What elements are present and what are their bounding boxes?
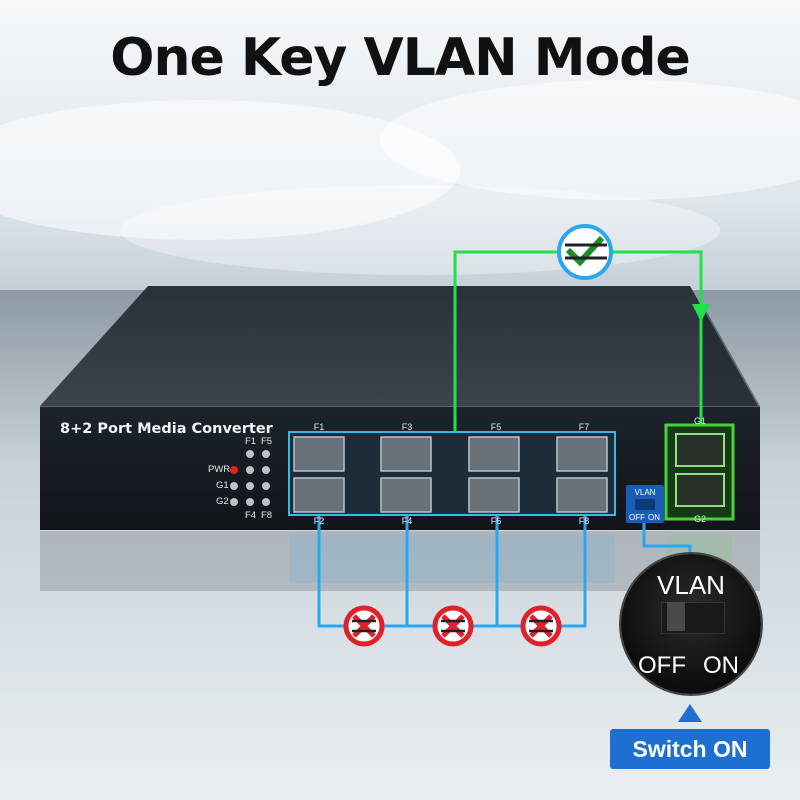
triangle-up-icon bbox=[678, 704, 702, 722]
cross-circle-icon bbox=[343, 605, 385, 647]
rj45-ports bbox=[675, 433, 725, 507]
device-top bbox=[40, 286, 758, 406]
switch-on-button[interactable]: Switch ON bbox=[610, 729, 770, 769]
port-label: F2 bbox=[313, 516, 325, 526]
callout-on-label: ON bbox=[703, 652, 739, 679]
rj45-label-bottom: G2 bbox=[693, 514, 706, 524]
check-circle-icon bbox=[557, 224, 613, 280]
led-label-g2: G2 bbox=[216, 496, 229, 507]
status-leds bbox=[230, 450, 270, 506]
vlan-switch-off: OFF bbox=[629, 513, 645, 522]
arrow-down-icon bbox=[692, 304, 710, 322]
callout-vlan-label: VLAN bbox=[657, 570, 725, 600]
vlan-switch-label: VLAN bbox=[634, 488, 656, 497]
led-label-f4: F4 bbox=[245, 510, 257, 521]
cloud bbox=[120, 185, 720, 275]
cloud bbox=[0, 100, 460, 240]
led-label-pwr: PWR bbox=[208, 464, 231, 475]
headline: One Key VLAN Mode bbox=[110, 28, 690, 88]
port-label: F8 bbox=[578, 516, 590, 526]
rj45-label-top: G1 bbox=[693, 416, 706, 426]
vlan-dip-switch[interactable]: VLAN OFF ON bbox=[626, 485, 664, 523]
port-label: F7 bbox=[578, 422, 590, 432]
sfp-ports bbox=[293, 436, 608, 513]
callout-off-label: OFF bbox=[638, 652, 686, 679]
vlan-switch-on: ON bbox=[648, 513, 660, 522]
port-label: F5 bbox=[490, 422, 502, 432]
cross-circle-icon bbox=[432, 605, 474, 647]
port-label: F3 bbox=[401, 422, 413, 432]
dip-toggle bbox=[635, 499, 655, 510]
cross-circle-icon bbox=[520, 605, 562, 647]
callout-switch-knob bbox=[667, 602, 685, 631]
led-label-g1: G1 bbox=[216, 480, 229, 491]
port-label: F6 bbox=[490, 516, 502, 526]
led-label-f5: F5 bbox=[261, 436, 273, 447]
port-label: F4 bbox=[401, 516, 413, 526]
vlan-switch-callout: VLAN OFF ON bbox=[621, 554, 761, 694]
led-label-f1: F1 bbox=[245, 436, 257, 447]
device-title: 8+2 Port Media Converter bbox=[60, 421, 273, 437]
cloud bbox=[380, 80, 800, 200]
port-label: F1 bbox=[313, 422, 325, 432]
led-label-f8: F8 bbox=[261, 510, 273, 521]
